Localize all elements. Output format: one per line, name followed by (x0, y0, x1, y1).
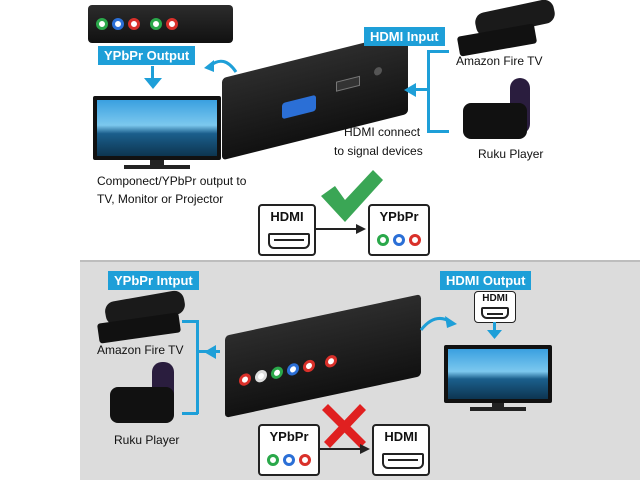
rca-red-port (325, 354, 337, 369)
ypbpr-input-tag: YPbPr Intput (108, 271, 199, 290)
component-output-caption-line1: Componect/YPbPr output to (97, 174, 247, 188)
rca-red-icon (409, 234, 421, 246)
connector-line (182, 412, 198, 415)
curved-arrow-icon (419, 316, 457, 331)
connector-line (196, 320, 199, 414)
rca-green-icon (377, 234, 389, 246)
power-port (374, 66, 382, 77)
hdmi-box-label: HDMI (270, 209, 304, 224)
rca-green-port (150, 18, 162, 30)
hdmi-connect-caption-line2: to signal devices (334, 144, 423, 158)
hdmi-connect-caption-line1: HDMI connect (344, 125, 421, 139)
rca-red-port (303, 358, 315, 374)
roku-player-image (463, 103, 527, 139)
arrow-left-icon (204, 345, 216, 359)
connector-line (427, 130, 449, 133)
rca-green-icon (267, 454, 279, 466)
ruku-player-label: Ruku Player (114, 433, 180, 447)
hdmi-mini-label: HDMI (482, 293, 508, 304)
arrow-down (151, 66, 154, 80)
hdmi-plug-icon (268, 233, 310, 249)
ypbpr-target-box: YPbPr (368, 204, 430, 256)
component-converter-image (88, 5, 233, 43)
tv-base (470, 407, 526, 411)
tv-screen (97, 100, 217, 156)
rca-red-icon (299, 454, 311, 466)
ypbpr-source-box: YPbPr (258, 424, 320, 476)
curved-arrow-icon (204, 59, 238, 73)
arrow-right-icon (320, 444, 370, 454)
rca-red-port (239, 372, 251, 387)
hdmi-input-tag: HDMI Input (364, 27, 445, 46)
hdmi-output-tag: HDMI Output (440, 271, 532, 290)
tv-image (93, 96, 221, 160)
roku-player-image (110, 387, 174, 423)
rca-blue-icon (283, 454, 295, 466)
tv-image (444, 345, 552, 403)
amazon-fire-tv-label: Amazon Fire TV (456, 54, 543, 68)
arrow-left-icon (404, 83, 416, 97)
vga-port (282, 94, 316, 120)
rca-blue-port (112, 18, 124, 30)
component-output-caption-line2: TV, Monitor or Projector (97, 192, 224, 206)
rca-blue-port (287, 362, 299, 377)
check-icon (321, 170, 383, 222)
tv-stand (492, 403, 504, 408)
ypbpr-box-label: YPbPr (269, 429, 309, 444)
hdmi-port (336, 75, 360, 92)
hdmi-mini-box: HDMI (474, 291, 516, 323)
rca-blue-icon (393, 234, 405, 246)
section-divider (80, 260, 640, 262)
rca-red-port (128, 18, 140, 30)
ypbpr-output-tag: YPbPr Output (98, 46, 196, 65)
amazon-fire-tv-label: Amazon Fire TV (97, 343, 184, 357)
hdmi-box-label: HDMI (384, 429, 418, 444)
tv-base (124, 165, 190, 169)
arrow-down-icon (487, 330, 502, 339)
ypbpr-box-label: YPbPr (379, 209, 419, 224)
connector-line (427, 50, 430, 132)
hdmi-plug-icon (481, 307, 509, 319)
ruku-player-label: Ruku Player (478, 147, 544, 161)
hdmi-target-box: HDMI (372, 424, 430, 476)
arrow-down (493, 322, 496, 332)
tv-stand (150, 160, 164, 166)
hdmi-source-box: HDMI (258, 204, 316, 256)
cross-icon (322, 404, 366, 448)
arrow-down-icon (144, 78, 162, 89)
rca-green-port (96, 18, 108, 30)
connector-line (427, 50, 449, 53)
rca-green-port (271, 365, 283, 381)
connector-line (182, 320, 198, 323)
rca-red-port (166, 18, 178, 30)
rca-white-port (255, 368, 267, 384)
arrow-right-icon (316, 224, 366, 234)
hdmi-plug-icon (382, 453, 424, 469)
tv-screen (448, 349, 548, 399)
connector-line (414, 88, 429, 91)
